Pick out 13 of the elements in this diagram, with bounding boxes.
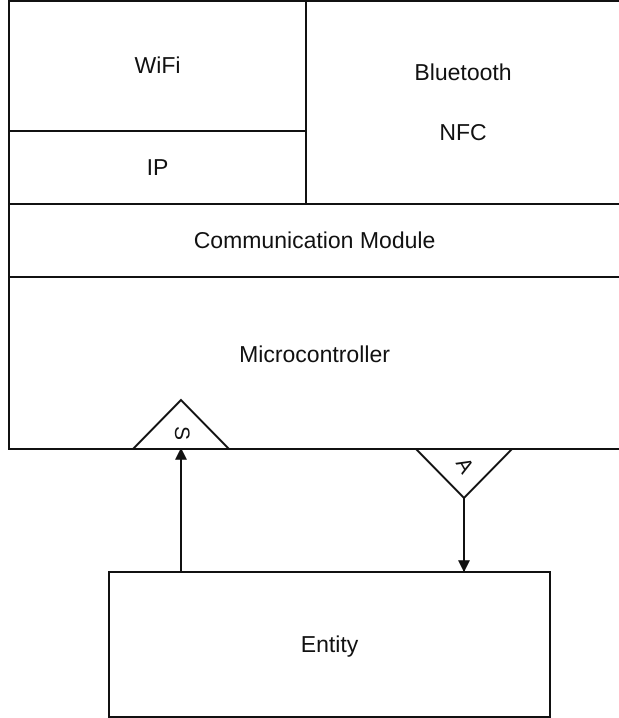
arrow — [458, 498, 470, 572]
node-label: WiFi — [134, 53, 180, 79]
node-label: Microcontroller — [239, 342, 390, 368]
node-label: Communication Module — [194, 228, 436, 254]
port-label: A — [450, 453, 478, 478]
port-label: S — [169, 426, 193, 440]
node-label: NFC — [439, 120, 487, 145]
node-label: Entity — [300, 632, 358, 658]
arrow — [175, 448, 187, 571]
block-box — [108, 571, 551, 718]
block-box — [8, 0, 307, 132]
node-label: IP — [146, 154, 168, 180]
node-label: Bluetooth — [414, 60, 512, 86]
